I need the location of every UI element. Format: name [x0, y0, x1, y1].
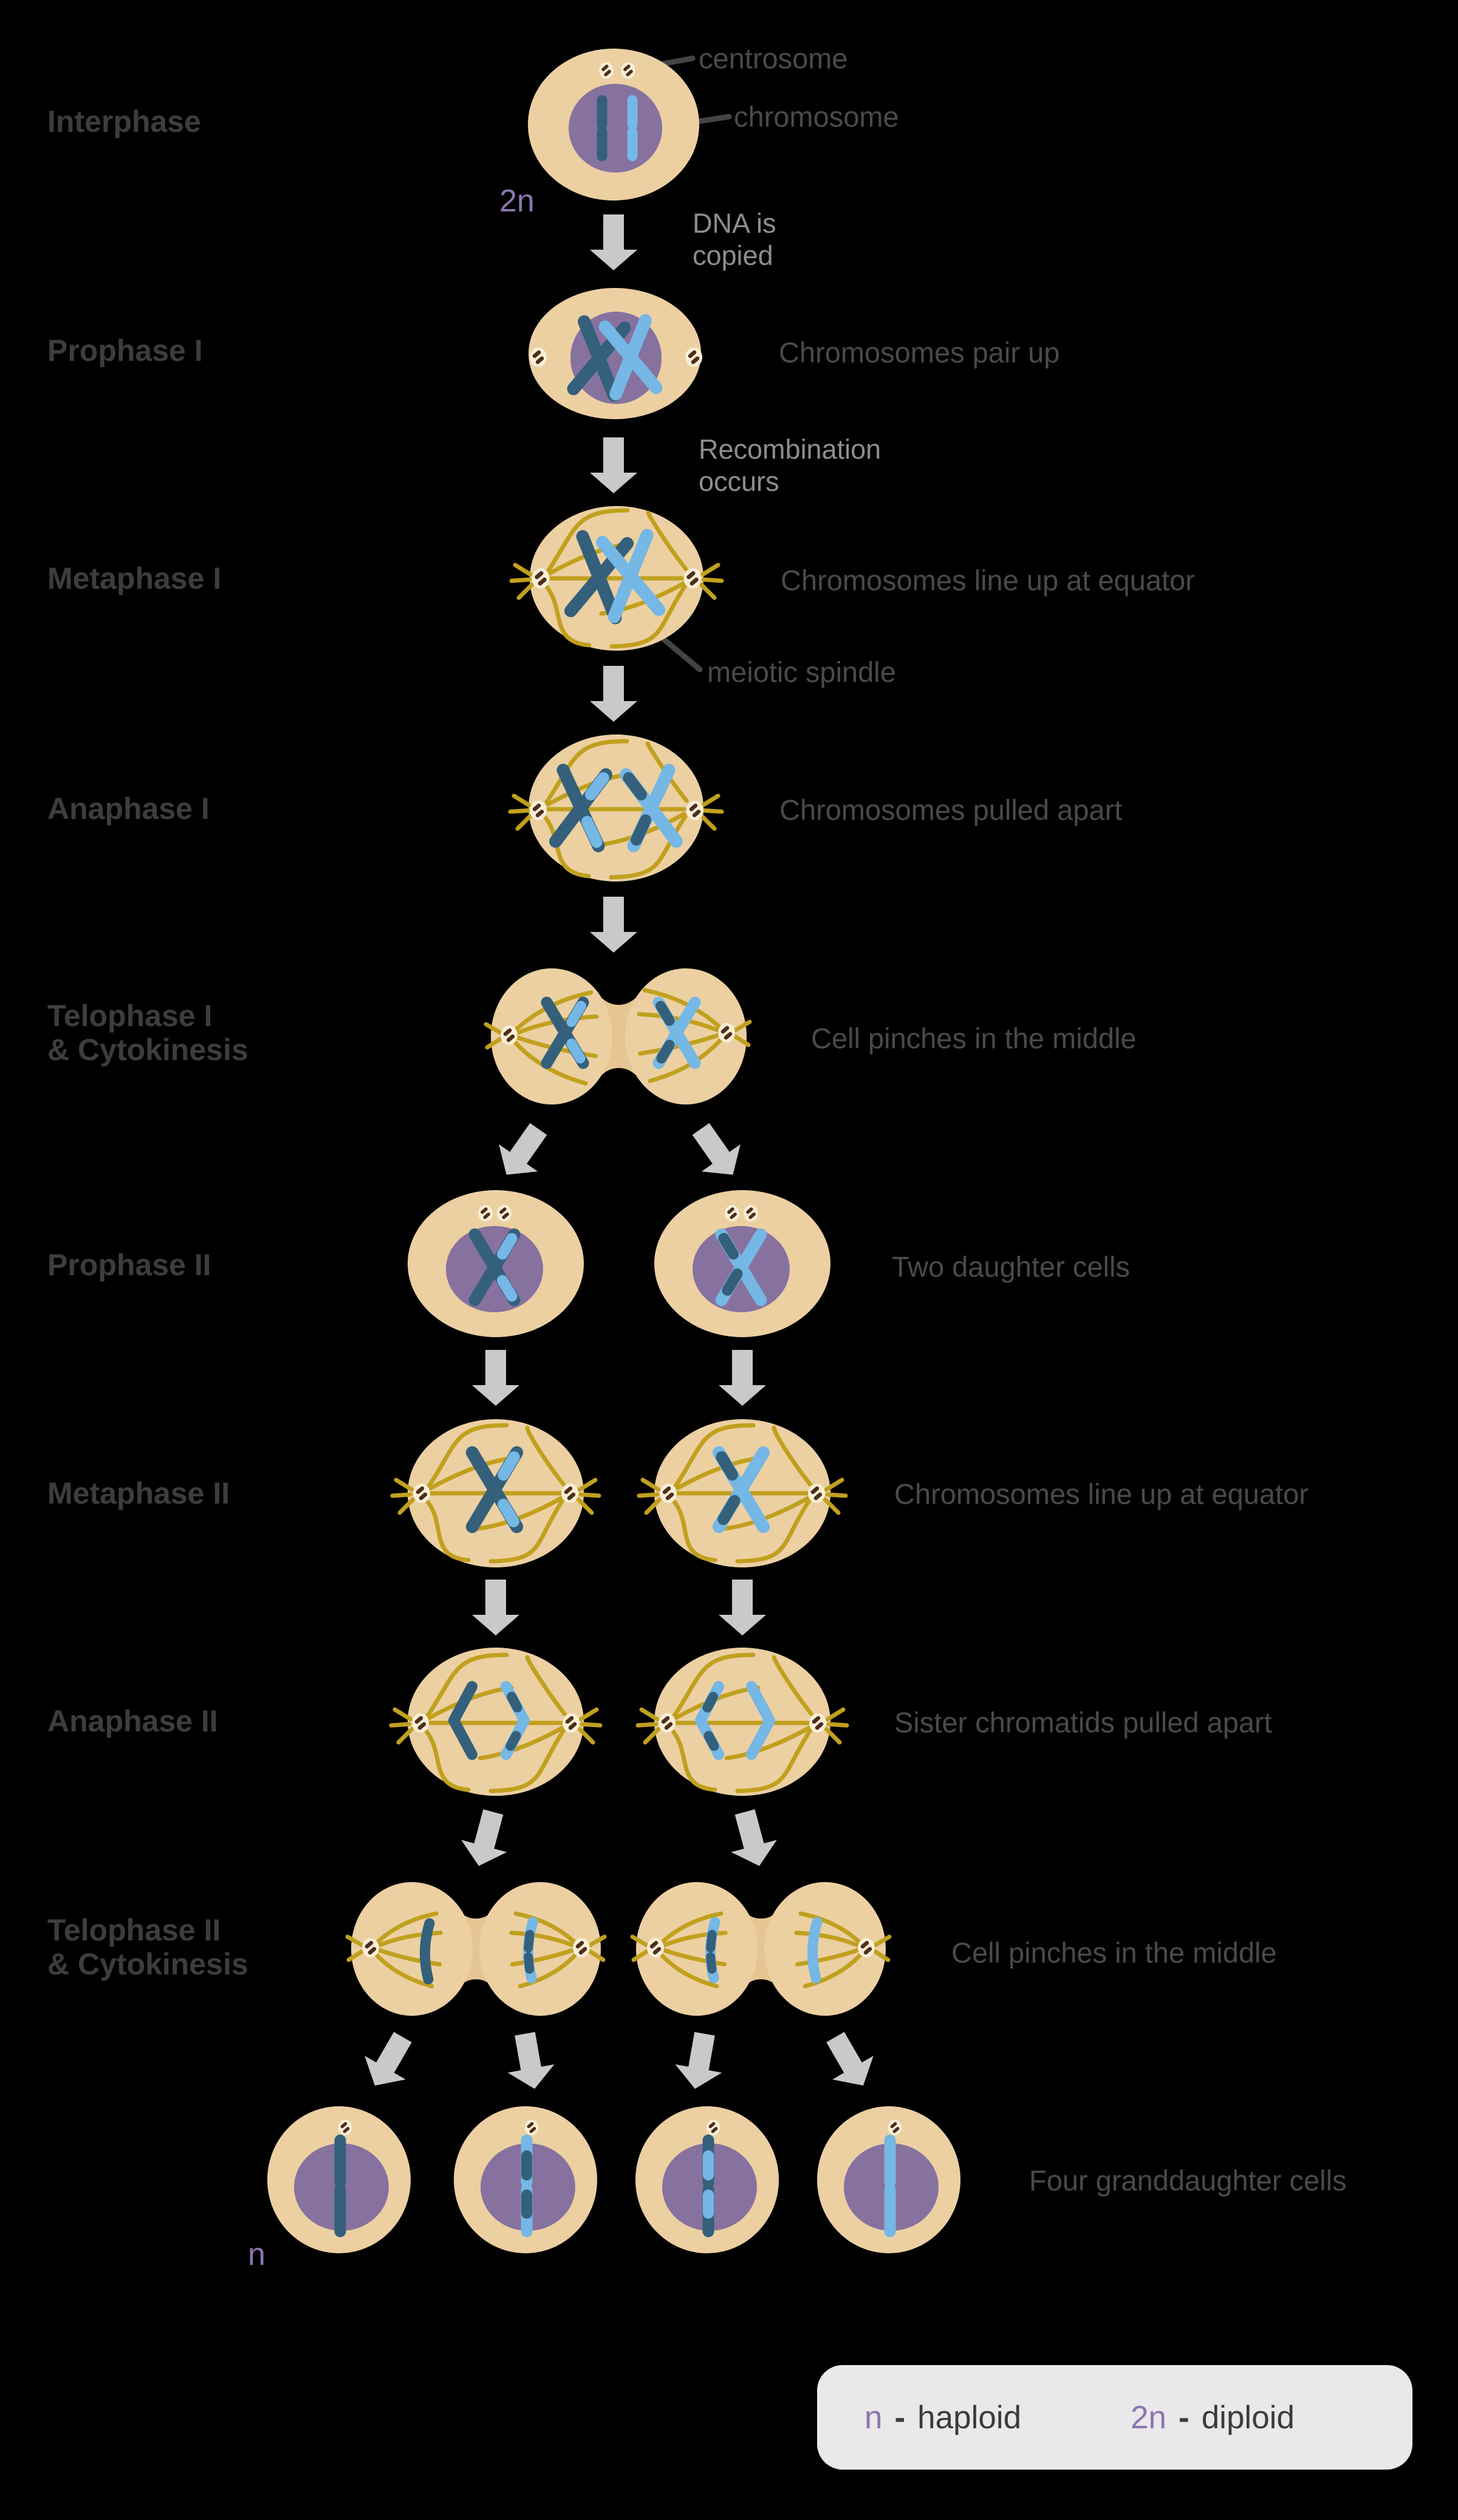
arrow-icon: [461, 1809, 507, 1866]
legend-haploid-label: haploid: [917, 2399, 1022, 2436]
caption-pair-up: Chromosomes pair up: [779, 336, 1060, 369]
arrow-icon: [590, 897, 637, 953]
arrow-icon: [364, 2032, 412, 2086]
phase-label-anaphase-1: Anaphase I: [47, 792, 210, 826]
arrow-icon: [590, 437, 637, 493]
label-meiotic-spindle: meiotic spindle: [707, 656, 896, 688]
caption-pinches-1: Cell pinches in the middle: [811, 1022, 1137, 1055]
arrow-icon: [472, 1580, 519, 1635]
metaphase1-cell: [509, 506, 724, 651]
prophase2-cell-left: [408, 1190, 584, 1337]
legend-haploid-equals: -: [894, 2399, 906, 2436]
label-centrosome: centrosome: [699, 42, 848, 75]
flow-arrows: [364, 214, 874, 2089]
interphase-cell: [528, 49, 699, 200]
caption-line-up-2: Chromosomes line up at equator: [894, 1477, 1309, 1510]
label-recombination: Recombination occurs: [699, 433, 881, 497]
granddaughter-cell-2: [454, 2106, 597, 2253]
phase-label-prophase-2: Prophase II: [47, 1248, 211, 1282]
granddaughter-cell-3: [635, 2106, 779, 2253]
telophase1-cell: [484, 968, 752, 1104]
phase-label-anaphase-2: Anaphase II: [47, 1704, 218, 1738]
label-dna-copied: DNA is copied: [693, 207, 776, 271]
legend-haploid-symbol: n: [864, 2399, 883, 2436]
arrow-icon: [675, 2032, 722, 2089]
granddaughter-cell-1: [267, 2106, 411, 2253]
arrow-icon: [692, 1123, 741, 1175]
label-chromosome: chromosome: [734, 100, 899, 133]
arrow-icon: [499, 1123, 547, 1175]
anaphase2-cell-left: [389, 1648, 603, 1796]
metaphase2-cell-right: [637, 1419, 848, 1567]
arrow-icon: [590, 214, 637, 270]
caption-granddaughters: Four granddaughter cells: [1029, 2164, 1347, 2197]
anaphase2-cell-right: [635, 1648, 849, 1796]
phase-label-prophase-1: Prophase I: [47, 334, 203, 368]
arrow-icon: [472, 1350, 519, 1406]
phase-label-interphase: Interphase: [47, 104, 201, 139]
caption-pulled-apart-1: Chromosomes pulled apart: [779, 793, 1123, 826]
prophase1-cell: [529, 288, 702, 419]
caption-pinches-2: Cell pinches in the middle: [951, 1936, 1277, 1969]
arrow-icon: [507, 2032, 555, 2089]
caption-line-up-1: Chromosomes line up at equator: [781, 564, 1195, 597]
prophase2-cell-right: [654, 1190, 830, 1337]
legend-diploid: 2n - diploid: [1131, 2399, 1295, 2436]
phase-label-metaphase-1: Metaphase I: [47, 561, 222, 595]
legend-diploid-equals: -: [1179, 2399, 1189, 2436]
anaphase1-cell: [508, 734, 724, 882]
arrow-icon: [719, 1580, 766, 1635]
phase-label-metaphase-2: Metaphase II: [47, 1476, 230, 1510]
label-diploid-2n: 2n: [499, 183, 535, 219]
arrow-icon: [826, 2032, 874, 2086]
phase-label-telophase-2: Telophase II & Cytokinesis: [47, 1913, 248, 1981]
arrow-icon: [590, 666, 637, 722]
legend: n - haploid 2n - diploid: [817, 2365, 1412, 2470]
legend-haploid: n - haploid: [864, 2399, 1021, 2436]
telophase2-cell-left: [345, 1882, 607, 2016]
telophase2-cell-right: [630, 1882, 892, 2016]
metaphase2-cell-left: [390, 1419, 601, 1567]
caption-two-daughters: Two daughter cells: [892, 1250, 1130, 1283]
caption-pulled-apart-2: Sister chromatids pulled apart: [894, 1706, 1272, 1739]
phase-label-telophase-1: Telophase I & Cytokinesis: [47, 999, 248, 1067]
legend-diploid-label: diploid: [1201, 2399, 1295, 2436]
granddaughter-cell-4: [817, 2106, 960, 2253]
arrow-icon: [731, 1809, 777, 1866]
legend-diploid-symbol: 2n: [1131, 2399, 1167, 2436]
label-haploid-n: n: [248, 2237, 265, 2272]
arrow-icon: [719, 1350, 766, 1406]
